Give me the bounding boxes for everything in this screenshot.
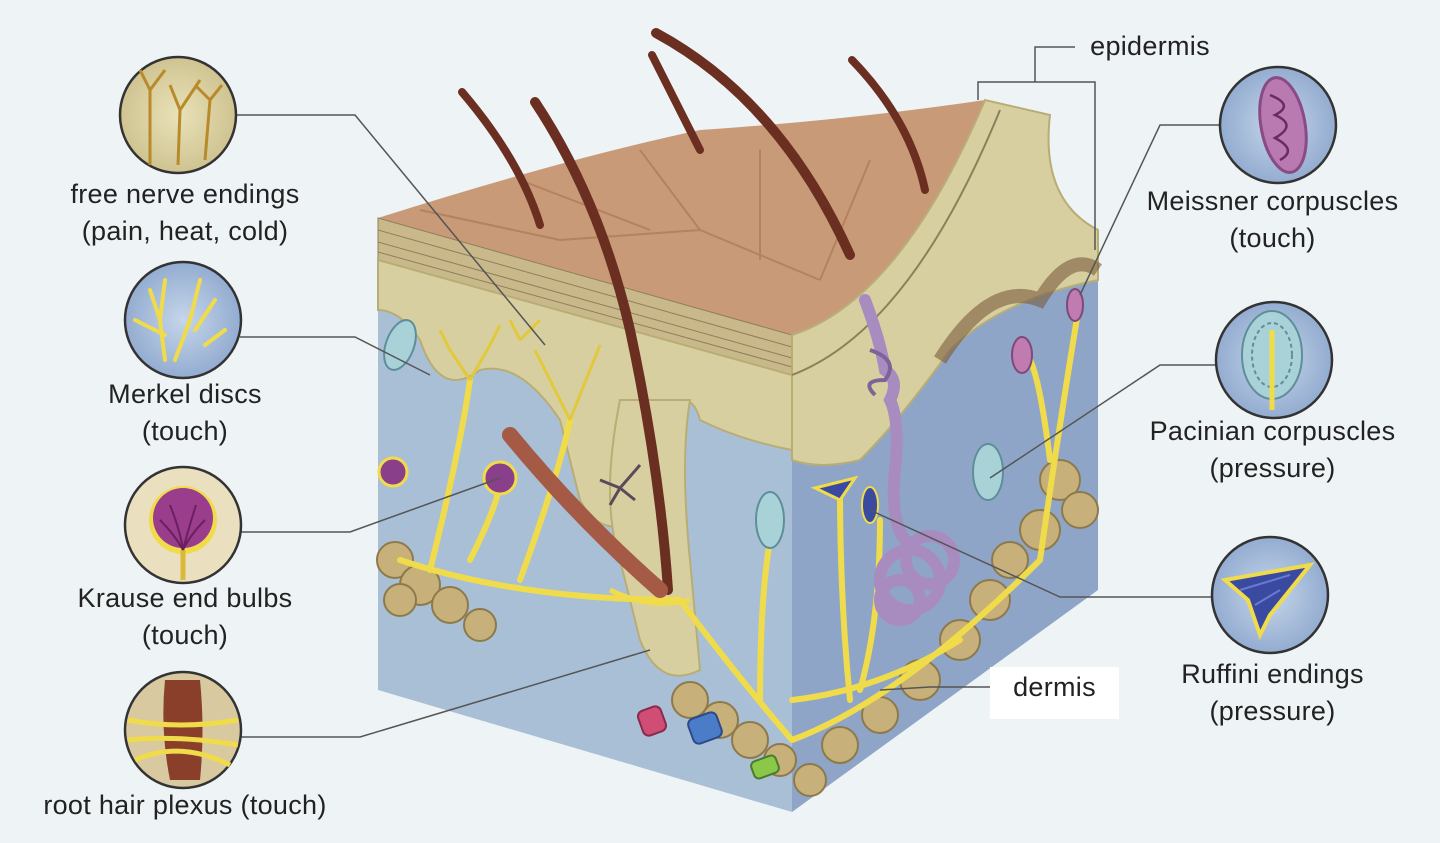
sweat-gland	[859, 294, 960, 626]
hairs	[458, 28, 929, 595]
label-meissner-corpuscles: Meissner corpuscles (touch)	[1146, 186, 1399, 253]
label-root-hair-plexus: root hair plexus (touch)	[43, 790, 327, 820]
label-merkel-discs: Merkel discs (touch)	[108, 379, 262, 446]
papillary-layer	[377, 258, 793, 528]
label-krause-end-bulbs: Krause end bulbs (touch)	[77, 583, 293, 650]
skin-surface	[378, 100, 988, 335]
epidermis-side	[791, 98, 1099, 466]
ruffini-small	[810, 475, 859, 502]
label-dermis: dermis	[990, 667, 1119, 719]
label-free-nerve-endings: free nerve endings (pain, heat, cold)	[70, 179, 300, 246]
hair-root	[502, 427, 668, 598]
label-ruffini-endings: Ruffini endings (pressure)	[1181, 659, 1364, 726]
inset-ruffini-endings	[1210, 535, 1330, 655]
inset-merkel-discs	[123, 260, 243, 380]
pacinian-small	[383, 319, 1004, 549]
inset-meissner-corpuscles	[1218, 65, 1338, 185]
leader-lines	[237, 46, 1222, 738]
free-nerve-branches	[438, 318, 602, 421]
inset-pacinian-corpuscles	[1214, 300, 1334, 420]
label-epidermis: epidermis	[1090, 31, 1210, 61]
label-pacinian-corpuscles: Pacinian corpuscles (pressure)	[1149, 416, 1396, 483]
hair-follicle	[609, 399, 702, 677]
blood-vessels	[636, 705, 780, 780]
inset-root-hair-plexus	[123, 670, 243, 790]
inset-krause-end-bulbs	[123, 465, 243, 585]
meissner-small	[1011, 288, 1084, 374]
inset-free-nerve-endings	[118, 55, 238, 175]
neuron	[599, 464, 642, 506]
